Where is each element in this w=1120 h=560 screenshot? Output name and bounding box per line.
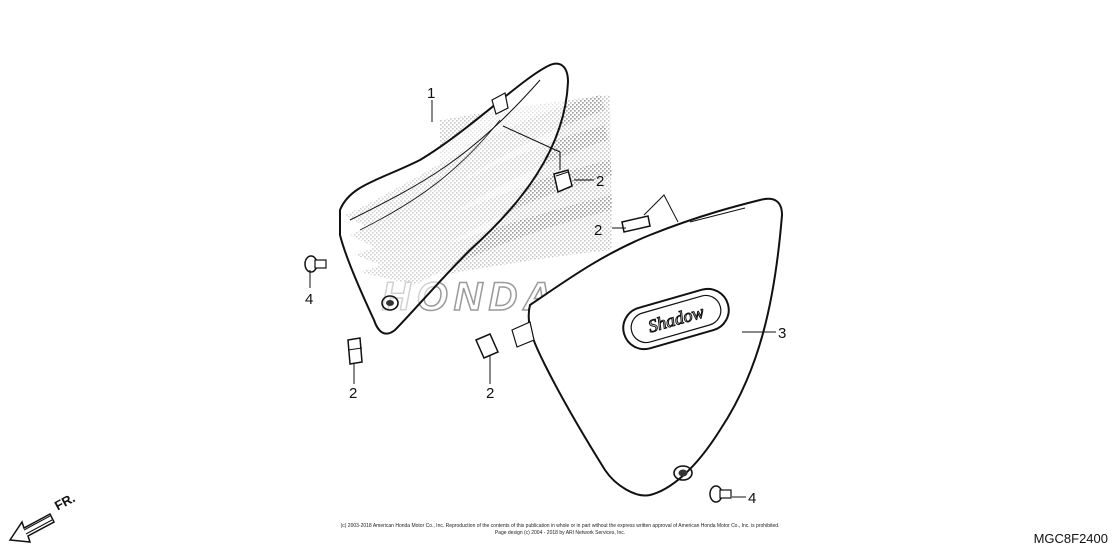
callout-1: 1: [427, 85, 435, 102]
leader-lines: [309, 100, 776, 498]
callout-4-left: 4: [305, 291, 313, 308]
copyright-line-2: Page design (c) 2004 - 2018 by ARI Netwo…: [494, 530, 626, 536]
callout-2-lower-middle: 2: [486, 385, 494, 402]
bolt-right: [709, 485, 732, 503]
grommet-lower-middle: [475, 333, 499, 359]
callout-2-lower-left: 2: [349, 385, 357, 402]
bolt-left: [304, 255, 327, 273]
shadow-emblem: Shadow: [622, 287, 730, 351]
diagram-code: MGC8F2400: [1033, 531, 1108, 546]
callout-2-upper: 2: [596, 173, 604, 190]
grommet-right-top: [621, 215, 651, 233]
copyright-line-1: (c) 2003-2018 American Honda Motor Co., …: [340, 523, 780, 529]
front-direction-arrow-icon: [8, 512, 55, 543]
left-side-cover: [339, 62, 570, 335]
callout-2-right-top: 2: [594, 222, 602, 239]
right-side-cover: Shadow: [511, 197, 784, 497]
grommet-lower-left: [347, 337, 363, 365]
callout-3: 3: [778, 325, 786, 342]
callout-4-right: 4: [748, 490, 756, 507]
grommet-upper: [553, 169, 573, 194]
